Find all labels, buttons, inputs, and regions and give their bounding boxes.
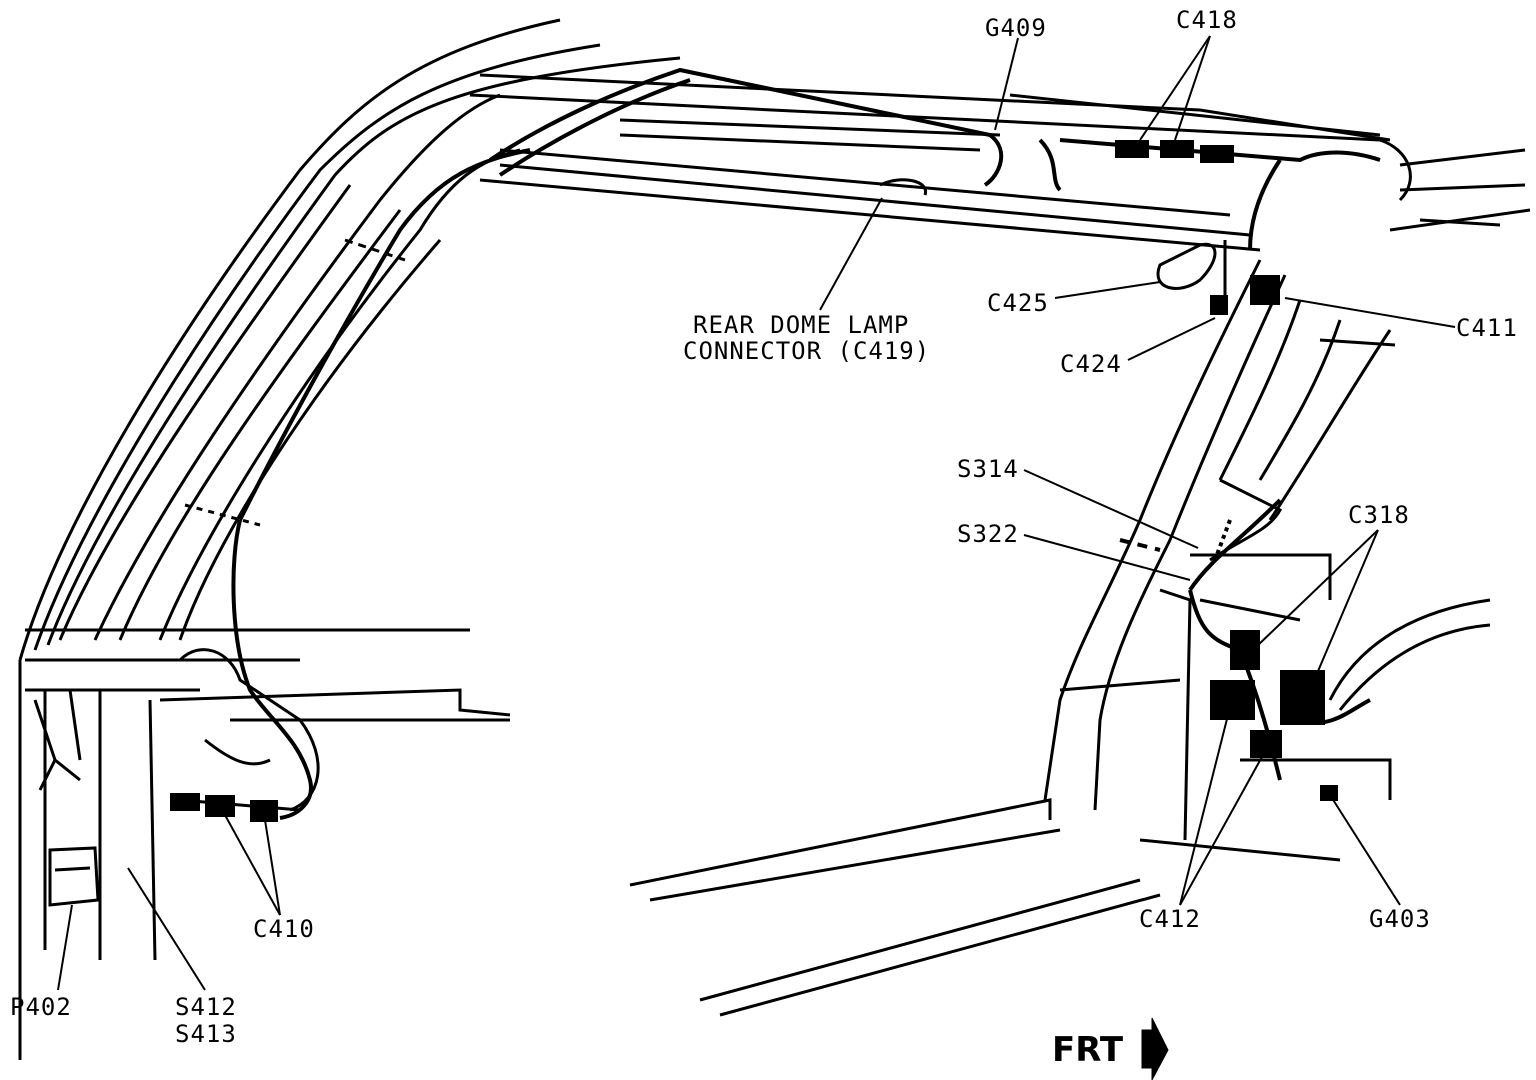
roof-rail-outline [469,73,1531,252]
right-pillar-outline [1043,259,1396,841]
left-harness-wire [179,148,531,820]
label-c424: C424 [1060,350,1122,378]
lower-right-connectors [1210,630,1338,801]
p402-box [33,689,100,907]
label-c418: C418 [1176,6,1238,34]
label-s412: S412 [175,993,237,1021]
label-s413: S413 [175,1020,237,1048]
rocker-outline [629,553,1491,1017]
label-g403: G403 [1369,905,1431,933]
label-p402: P402 [10,993,72,1021]
label-frt: FRT [1052,1030,1124,1070]
label-c412: C412 [1139,905,1201,933]
left-pillar-outline [18,18,681,1060]
upper-right-connectors [879,140,1280,315]
label-s322: S322 [957,520,1019,548]
label-c425: C425 [987,289,1049,317]
c410-connectors [170,738,278,822]
label-c410: C410 [253,915,315,943]
label-s314: S314 [957,455,1019,483]
label-c411: C411 [1456,314,1518,342]
roof-harness-wire [488,67,1381,251]
label-g409: G409 [985,14,1047,42]
front-arrow-icon [1141,1017,1169,1080]
label-c318: C318 [1348,501,1410,529]
label-rear-dome-line2: CONNECTOR (C419) [683,337,931,365]
label-rear-dome-line1: REAR DOME LAMP [693,311,910,339]
leader-lines [57,35,1456,991]
